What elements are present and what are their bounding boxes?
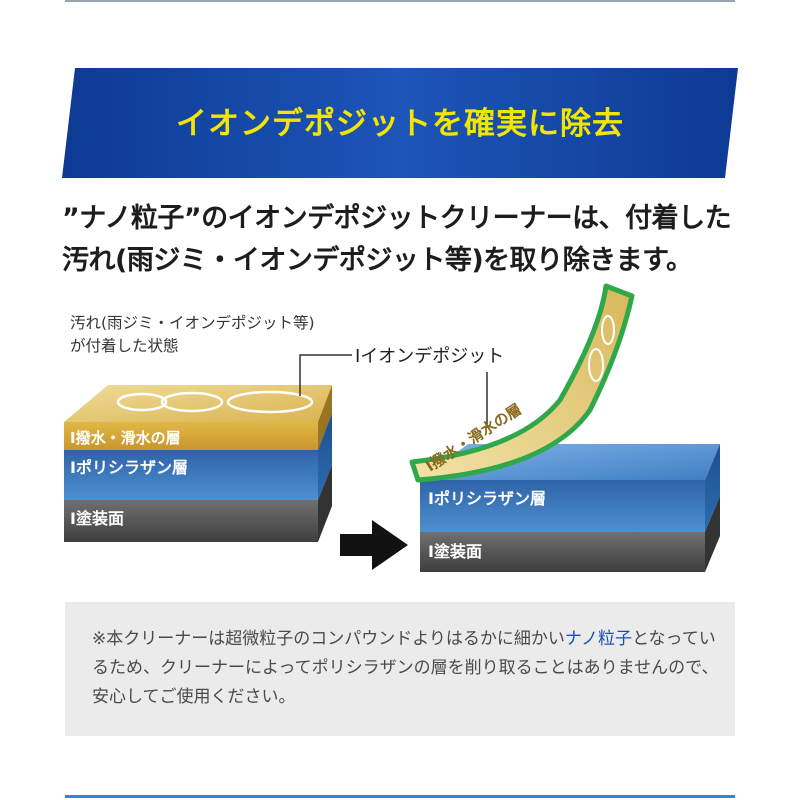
right-paint-label: I塗装面	[428, 542, 482, 561]
banner-title: イオンデポジットを確実に除去	[176, 106, 624, 142]
note-box	[65, 602, 735, 736]
state-caption: 汚れ(雨ジミ・イオンデポジット等) が付着した状態	[70, 312, 315, 358]
cleaning-diagram: Iイオンデポジット I撥水・滑水の層 Iポリシラザン層 I塗装面 I撥水・滑水の…	[64, 283, 720, 572]
note-text-after: となっているため、クリーナーによってポリシラザンの層を削り取ることはありませんの…	[92, 629, 719, 707]
deposit-leader-line	[299, 354, 352, 396]
bottom-divider	[65, 795, 735, 798]
note-text: ※本クリーナーは超微粒子のコンパウンドよりはるかに細かいナノ粒子となっているため…	[92, 625, 732, 712]
left-water-layer-label: I撥水・滑水の層	[70, 429, 181, 447]
left-polysilazane-label: Iポリシラザン層	[70, 458, 188, 477]
right-polysilazane-label: Iポリシラザン層	[428, 489, 546, 508]
deposit-rings	[116, 390, 314, 414]
film-deposit-rings	[588, 315, 615, 382]
peeled-water-film	[409, 283, 635, 483]
note-text-before: ※本クリーナーは超微粒子のコンパウンドよりはるかに細かい	[92, 629, 565, 649]
intro-text: ”ナノ粒子”のイオンデポジットクリーナーは、付着した 汚れ(雨ジミ・イオンデポジ…	[62, 198, 752, 282]
note-highlight: ナノ粒子	[564, 629, 633, 649]
deposit-label: Iイオンデポジット	[355, 346, 504, 367]
title-banner	[62, 68, 738, 178]
top-divider	[65, 0, 735, 2]
left-paint-label: I塗装面	[70, 509, 124, 528]
arrow-right-icon	[340, 520, 408, 570]
caption-line-2: が付着した状態	[70, 337, 179, 355]
intro-line-2: 汚れ(雨ジミ・イオンデポジット等)を取り除きます。	[62, 245, 693, 276]
caption-line-1: 汚れ(雨ジミ・イオンデポジット等)	[70, 314, 315, 332]
intro-line-1: ”ナノ粒子”のイオンデポジットクリーナーは、付着した	[62, 203, 732, 234]
